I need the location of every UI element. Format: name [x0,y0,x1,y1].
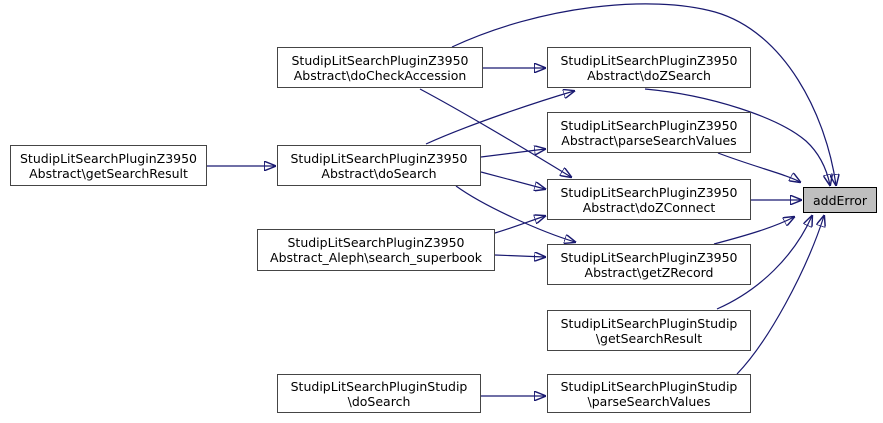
node-dozsearch[interactable]: StudipLitSearchPluginZ3950 Abstract\doZS… [547,47,751,88]
node-label: StudipLitSearchPluginZ3950 [287,235,465,250]
node-dosearch-studip[interactable]: StudipLitSearchPluginStudip \doSearch [277,374,481,413]
node-label: StudipLitSearchPluginStudip [560,315,738,331]
node-label: StudipLitSearchPluginStudip [560,378,738,394]
node-label: Abstract\getSearchResult [29,165,188,181]
node-label: \parseSearchValues [587,393,711,409]
node-label: StudipLitSearchPluginZ3950 [19,150,198,166]
node-search-superbook[interactable]: StudipLitSearchPluginZ3950 Abstract_Alep… [257,229,495,271]
node-label: StudipLitSearchPluginZ3950 [560,184,738,200]
node-label: Abstract\doZConnect [582,199,716,215]
edge-search-superbook-to-dozconnect [494,216,545,234]
edge-dosearch-z3950-to-getzrecord [455,185,575,242]
edge-dosearch-z3950-to-dozsearch [425,91,574,145]
node-label: StudipLitSearchPluginZ3950 [560,249,738,265]
node-getzrecord[interactable]: StudipLitSearchPluginZ3950 Abstract\getZ… [547,244,751,285]
edge-search-superbook-to-getzrecord [494,255,545,257]
node-dozconnect[interactable]: StudipLitSearchPluginZ3950 Abstract\doZC… [547,179,751,220]
node-label: StudipLitSearchPluginStudip [290,378,468,394]
node-label: Abstract\getZRecord [584,264,714,280]
node-label: Abstract_Aleph\search_superbook [270,250,482,265]
node-label: \doSearch [347,393,411,409]
node-getsearchresult-z3950[interactable]: StudipLitSearchPluginZ3950 Abstract\getS… [10,145,207,186]
edge-parsesearchvalues-z3950-to-adderror [717,152,800,182]
node-label: \getSearchResult [595,330,703,346]
edge-dozsearch-to-adderror [644,88,830,185]
edge-docheckaccession-to-adderror [451,3,836,185]
node-label: Abstract\doSearch [321,165,437,181]
node-label: StudipLitSearchPluginZ3950 [560,117,738,133]
node-label: Abstract\parseSearchValues [561,132,737,148]
node-adderror: addError [803,187,877,213]
node-label: StudipLitSearchPluginZ3950 [290,150,468,166]
node-label: Abstract\doCheckAccession [293,67,467,83]
node-docheckaccession[interactable]: StudipLitSearchPluginZ3950 Abstract\doCh… [277,47,483,88]
edge-dosearch-z3950-to-dozconnect [480,171,545,189]
node-label: Abstract\doZSearch [587,67,711,83]
node-dosearch-z3950[interactable]: StudipLitSearchPluginZ3950 Abstract\doSe… [277,145,481,186]
node-parsesearchvalues-z3950[interactable]: StudipLitSearchPluginZ3950 Abstract\pars… [547,112,751,153]
node-label: addError [813,192,867,208]
edge-docheckaccession-to-dozconnect [419,88,571,177]
edge-parsesearchvalues-studip-to-adderror [736,216,824,375]
edge-getsearchresult-studip-to-adderror [716,216,812,310]
node-getsearchresult-studip[interactable]: StudipLitSearchPluginStudip \getSearchRe… [547,310,751,351]
node-parsesearchvalues-studip[interactable]: StudipLitSearchPluginStudip \parseSearch… [547,374,751,413]
edge-getzrecord-to-adderror [713,217,794,245]
node-label: StudipLitSearchPluginZ3950 [560,52,738,68]
node-label: StudipLitSearchPluginZ3950 [291,52,469,68]
edge-dosearch-z3950-to-parsesearchvalues-z3950 [480,149,545,158]
